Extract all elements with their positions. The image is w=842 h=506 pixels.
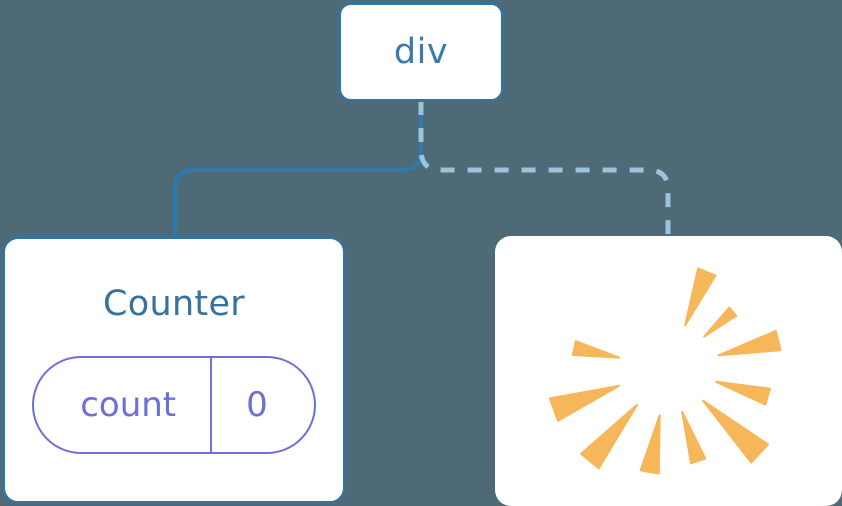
burst-ray-6 [681,410,707,465]
edge-div-to-burst [418,101,671,238]
burst-ray-group [548,267,782,475]
node-div[interactable]: div [338,2,504,102]
node-burst[interactable] [495,236,842,506]
state-pill-value: 0 [246,385,268,425]
node-counter[interactable]: Counter count 0 [2,236,346,504]
burst-ray-10 [571,340,621,359]
burst-ray-5 [702,399,770,464]
state-pill-divider [210,358,213,452]
burst-ray-9 [548,384,621,422]
burst-ray-4 [715,380,771,406]
burst-ray-1 [684,267,717,327]
burst-ray-8 [580,403,639,470]
sparkle-burst-icon [548,267,782,475]
burst-ray-7 [639,414,661,475]
burst-ray-2 [703,306,738,338]
burst-ray-3 [717,329,782,357]
state-pill-count[interactable]: count 0 [32,356,316,454]
state-pill-key: count [80,385,177,425]
node-div-label: div [393,31,449,72]
edge-div-to-counter [173,101,423,238]
node-counter-label: Counter [103,284,245,324]
